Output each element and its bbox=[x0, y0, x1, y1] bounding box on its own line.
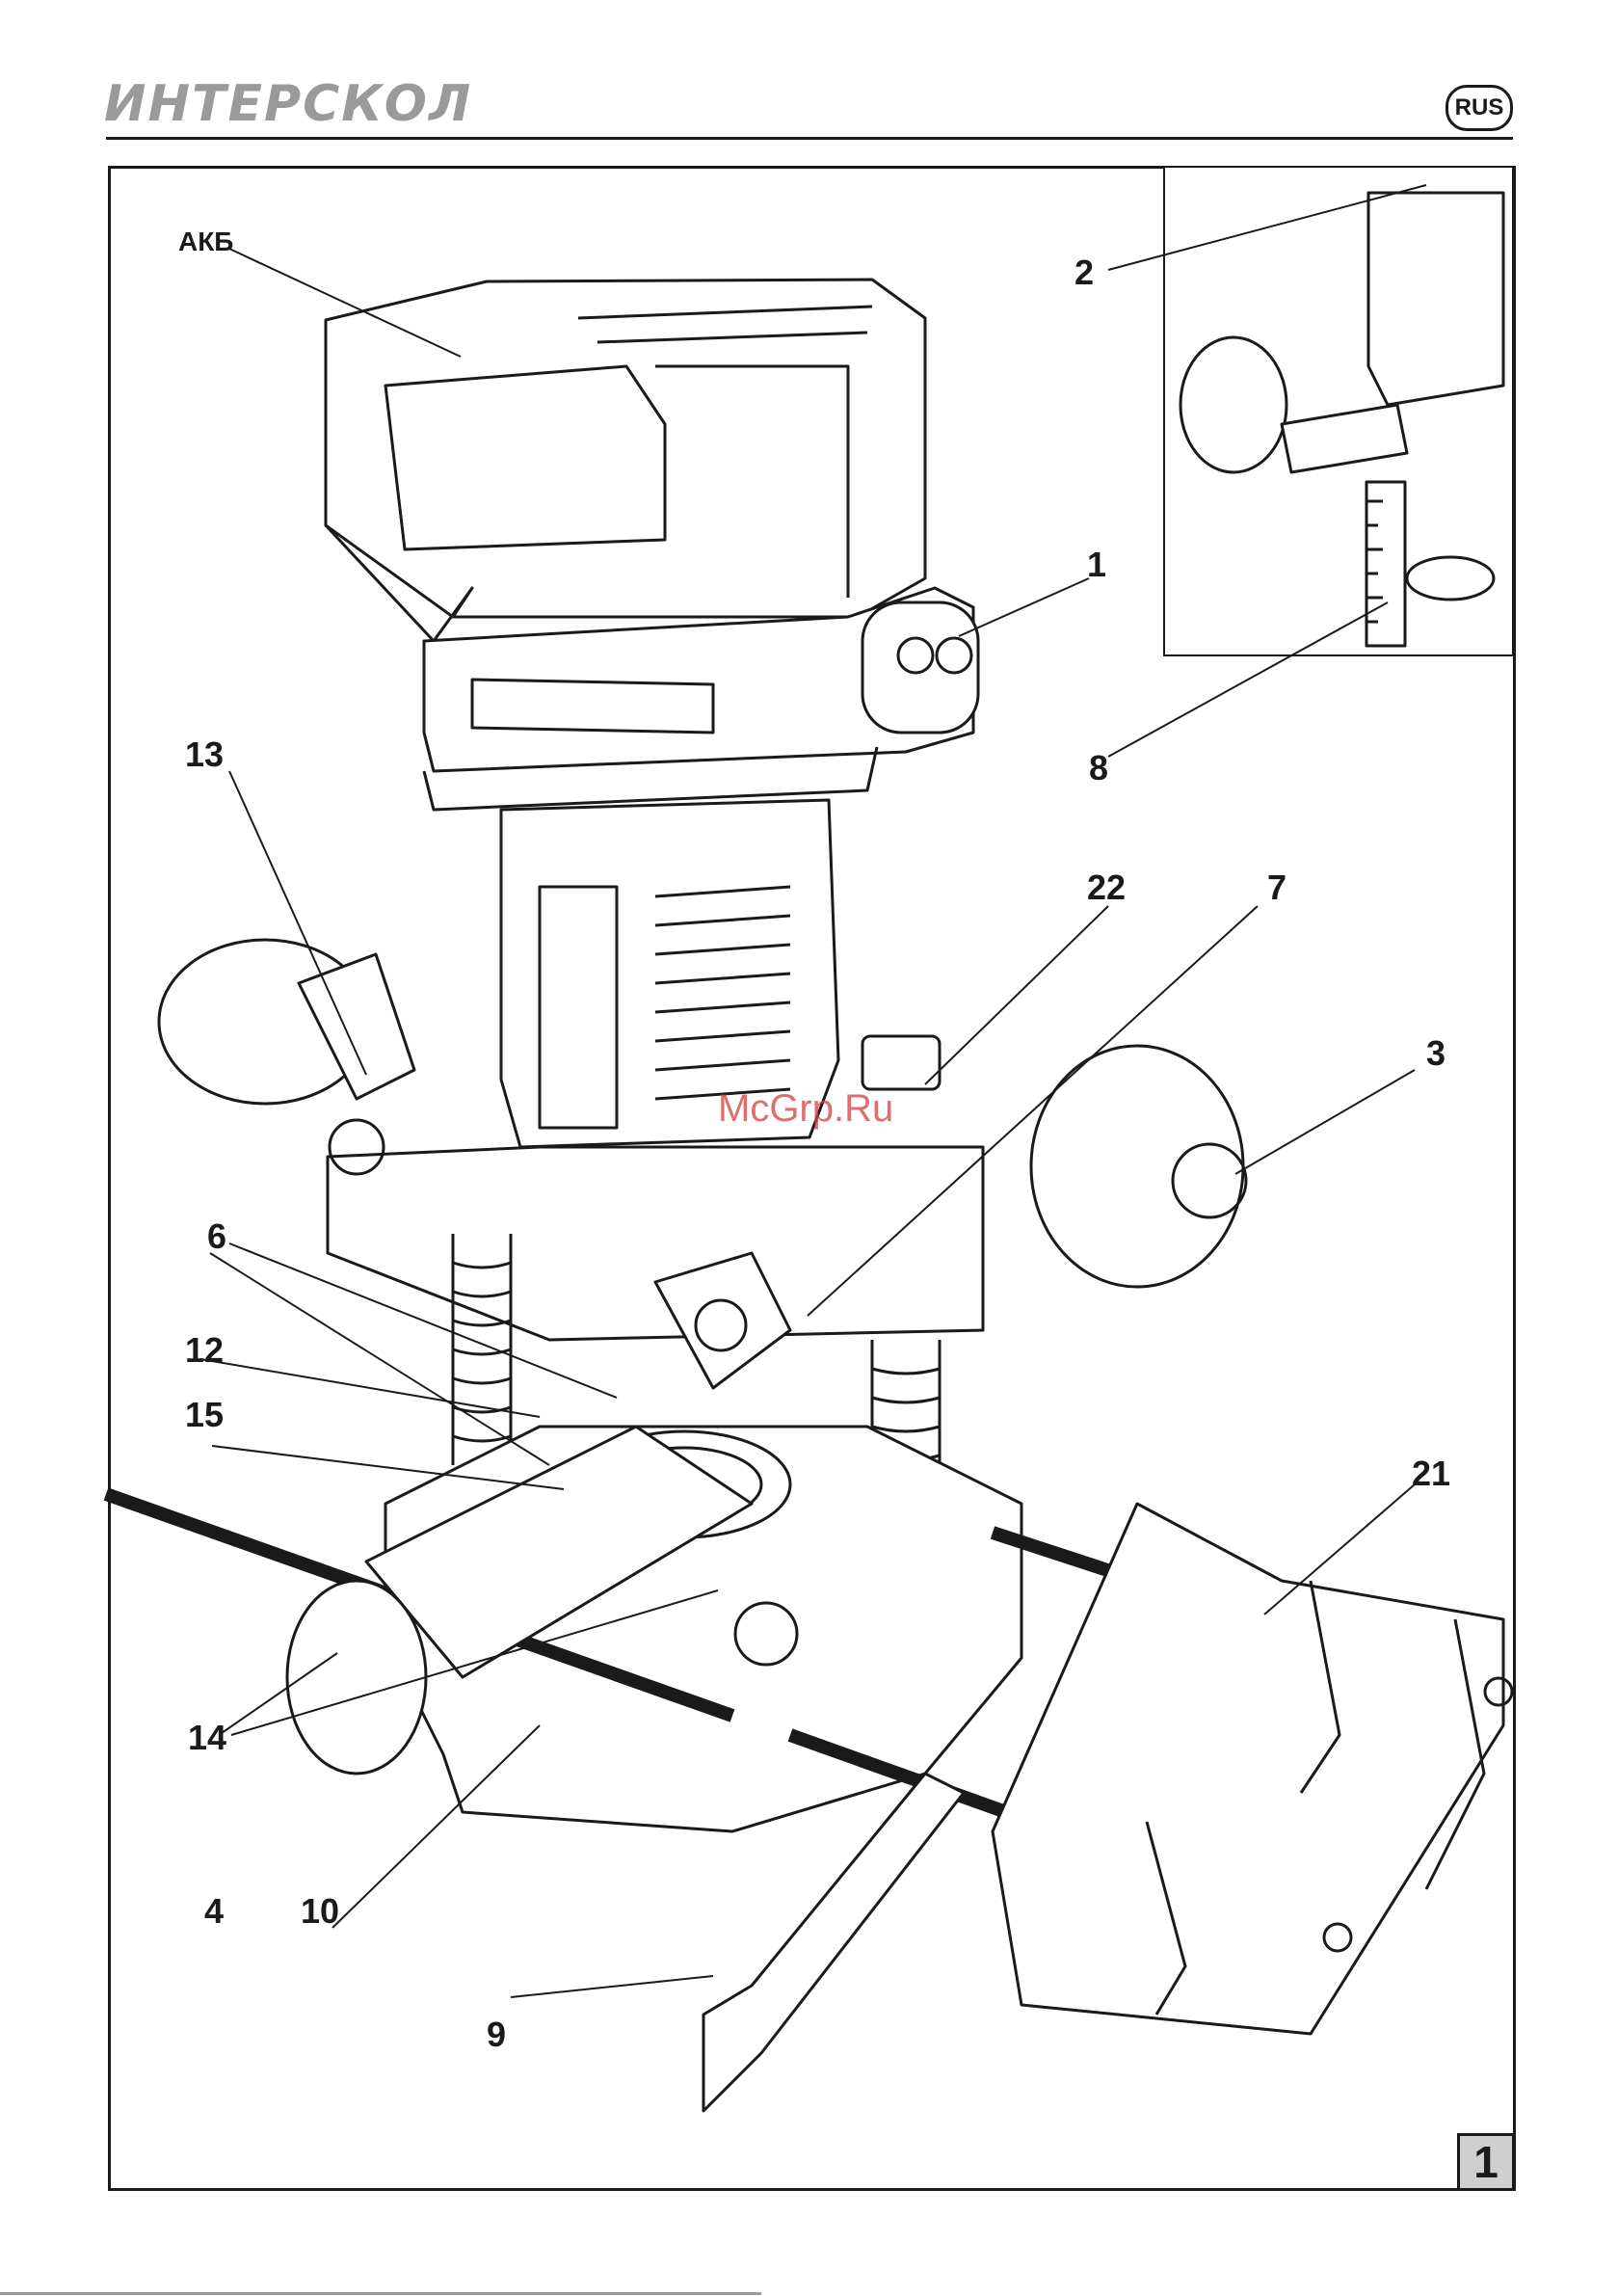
footer-rule bbox=[0, 2292, 761, 2295]
watermark: McGrp.Ru bbox=[718, 1087, 893, 1131]
callout-3: 3 bbox=[1426, 1033, 1446, 1074]
callout-4: 4 bbox=[204, 1891, 224, 1932]
callout-15: 15 bbox=[185, 1395, 224, 1435]
callout-8: 8 bbox=[1089, 748, 1108, 788]
callout-12: 12 bbox=[185, 1330, 224, 1371]
callout-7: 7 bbox=[1267, 868, 1286, 908]
battery-pack-drawing bbox=[326, 280, 925, 641]
callout-10: 10 bbox=[301, 1891, 339, 1932]
callout-2: 2 bbox=[1074, 253, 1094, 293]
callout-6: 6 bbox=[207, 1216, 226, 1257]
callout-22: 22 bbox=[1087, 868, 1126, 908]
callout-battery: АКБ bbox=[178, 227, 233, 257]
inset-detail-drawing bbox=[1180, 193, 1503, 646]
callout-1: 1 bbox=[1087, 545, 1106, 585]
callout-21: 21 bbox=[1412, 1454, 1450, 1494]
callout-13: 13 bbox=[185, 734, 224, 775]
motor-head-drawing bbox=[424, 588, 978, 810]
callout-14: 14 bbox=[188, 1718, 226, 1758]
callout-9: 9 bbox=[487, 2015, 506, 2055]
figure-number: 1 bbox=[1457, 2133, 1515, 2191]
